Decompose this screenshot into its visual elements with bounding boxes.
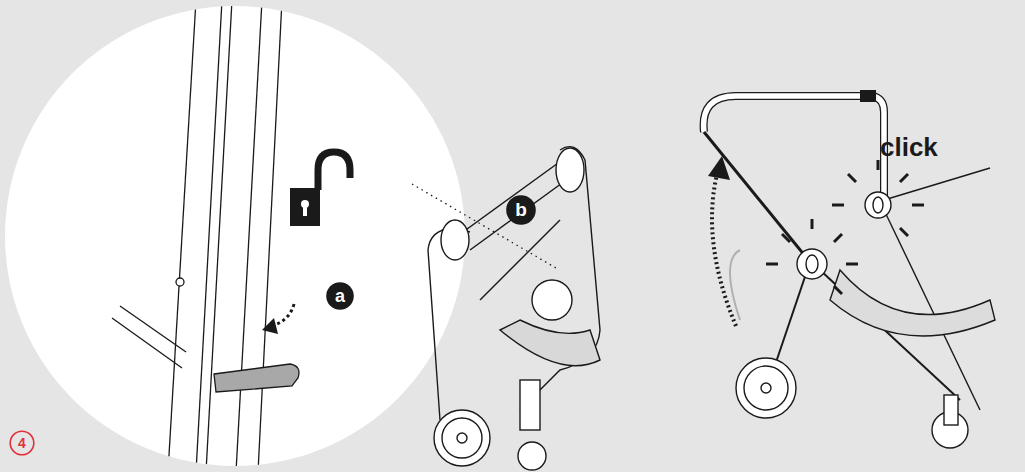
frame-tubes-part — [236, 0, 262, 472]
folded-stroller-part — [434, 410, 490, 466]
click-burst-part — [766, 263, 778, 266]
folded-stroller-part — [556, 148, 584, 192]
folded-stroller — [428, 147, 600, 470]
frame-tubes-part — [206, 0, 232, 472]
folded-stroller-part — [532, 280, 572, 320]
turn-arrow — [272, 304, 294, 326]
unfolded-stroller-part — [860, 90, 876, 102]
unfolded-stroller-part — [830, 270, 995, 336]
click-burst-part — [900, 228, 908, 236]
folded-stroller-part — [520, 147, 600, 410]
frame-tubes-part — [258, 0, 282, 472]
frame-tubes — [112, 0, 282, 472]
frame-tubes-part — [168, 0, 196, 472]
sound-label: click — [880, 132, 938, 163]
open-padlock-part — [290, 188, 320, 226]
unfolded-stroller-part — [806, 255, 818, 273]
click-burst-part — [846, 263, 858, 266]
unfold-arrow — [712, 170, 736, 326]
frame-tubes-part — [176, 278, 184, 286]
unfolded-stroller-part — [944, 395, 958, 425]
folded-stroller-part — [441, 220, 469, 260]
folded-stroller-part — [520, 380, 540, 430]
open-padlock — [290, 152, 350, 226]
callout-text: 4 — [9, 430, 35, 456]
unfolded-stroller-part — [744, 366, 788, 410]
open-padlock-part — [303, 204, 307, 216]
click-burst-part — [834, 234, 842, 242]
click-burst-part — [900, 174, 908, 182]
zoom-circle-part — [5, 6, 465, 466]
unfold-arrowhead — [708, 156, 730, 180]
open-padlock-part — [318, 152, 350, 190]
unfolded-stroller-part — [761, 383, 771, 393]
frame-tubes-part — [196, 0, 222, 472]
callout-text: a — [325, 281, 355, 311]
handle — [704, 96, 884, 200]
step-letter: b — [505, 194, 537, 226]
click-burst-part — [912, 204, 924, 207]
unfolded-stroller-part — [884, 168, 990, 200]
callout-text: b — [505, 194, 537, 226]
folded-stroller-part — [452, 158, 565, 240]
click-burst-part — [782, 234, 790, 242]
leader-line — [412, 184, 556, 268]
zoom-circle — [5, 0, 465, 472]
click-burst-part — [877, 160, 880, 170]
unfolded-stroller-part — [736, 358, 796, 418]
click-burst — [766, 160, 924, 294]
frame-tubes-part — [112, 318, 182, 368]
folded-stroller-part — [518, 442, 546, 470]
unfolded-stroller-part — [873, 197, 883, 213]
click-burst-part — [832, 204, 844, 207]
folded-stroller-part — [442, 418, 482, 458]
step-letter: a — [325, 281, 355, 311]
click-burst-part — [848, 174, 856, 182]
unfolded-stroller-part — [865, 192, 891, 218]
folded-stroller-part — [457, 433, 467, 443]
release-lever — [214, 364, 299, 392]
unfolded-stroller — [704, 90, 995, 448]
unfolded-stroller-part — [797, 249, 827, 279]
click-burst-part — [811, 219, 814, 229]
click-burst-part — [834, 286, 842, 294]
frame-tubes-part — [120, 306, 186, 352]
turn-arrowhead — [262, 318, 278, 334]
unfolded-stroller-part — [704, 132, 810, 262]
folded-stroller-part — [500, 320, 600, 366]
step-number: 4 — [9, 430, 35, 456]
unfolded-stroller-part — [704, 96, 884, 200]
